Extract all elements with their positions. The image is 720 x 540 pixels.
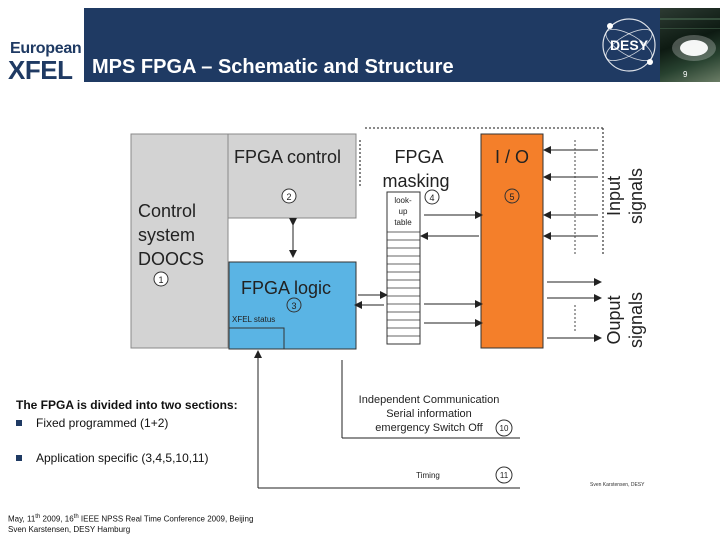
fpga-masking-label-1: FPGA (394, 147, 443, 167)
svg-text:Input: Input (604, 176, 624, 216)
lookup-label-2: up (399, 207, 408, 216)
xfel-status-label: XFEL status (232, 315, 275, 324)
marker-5-text: 5 (509, 192, 514, 202)
fpga-logic-label: FPGA logic (241, 278, 331, 298)
svg-text:Ouput: Ouput (604, 295, 624, 344)
marker-11-text: 11 (500, 471, 509, 480)
bullet-application: Application specific (3,4,5,10,11) (16, 451, 209, 465)
fpga-masking-label-2: masking (382, 171, 449, 191)
control-label-3: DOOCS (138, 249, 204, 269)
input-signals-label: Input signals (604, 168, 646, 224)
timing-label: Timing (416, 471, 440, 480)
footer: May, 11th 2009, 16th IEEE NPSS Real Time… (8, 512, 253, 535)
output-signal-arrows (547, 282, 598, 338)
bullet-fixed: Fixed programmed (1+2) (16, 416, 168, 430)
svg-text:signals: signals (626, 168, 646, 224)
marker-10-text: 10 (500, 424, 509, 433)
footer-line-2: Sven Karstensen, DESY Hamburg (8, 525, 253, 535)
bullet-square-icon (16, 455, 22, 461)
control-label-2: system (138, 225, 195, 245)
marker-1-text: 1 (158, 275, 163, 285)
control-label-1: Control (138, 201, 196, 221)
image-credit: Sven Karstensen, DESY (590, 482, 644, 488)
comm-label-3: emergency Switch Off (375, 422, 483, 434)
notes-heading: The FPGA is divided into two sections: (16, 398, 316, 412)
marker-3-text: 3 (291, 301, 296, 311)
svg-text:signals: signals (626, 292, 646, 348)
footer-line-1: May, 11th 2009, 16th IEEE NPSS Real Time… (8, 512, 253, 525)
comm-label-1: Independent Communication (359, 394, 500, 406)
lookup-label-1: look- (394, 196, 412, 205)
bullet-square-icon (16, 420, 22, 426)
marker-4-text: 4 (429, 193, 434, 203)
marker-2-text: 2 (286, 192, 291, 202)
comm-label-2: Serial information (386, 408, 472, 420)
fpga-control-label: FPGA control (234, 147, 341, 167)
input-signal-arrows (547, 150, 598, 236)
io-label: I / O (495, 147, 529, 167)
lookup-label-3: table (394, 218, 412, 227)
output-signals-label: Ouput signals (604, 292, 646, 348)
